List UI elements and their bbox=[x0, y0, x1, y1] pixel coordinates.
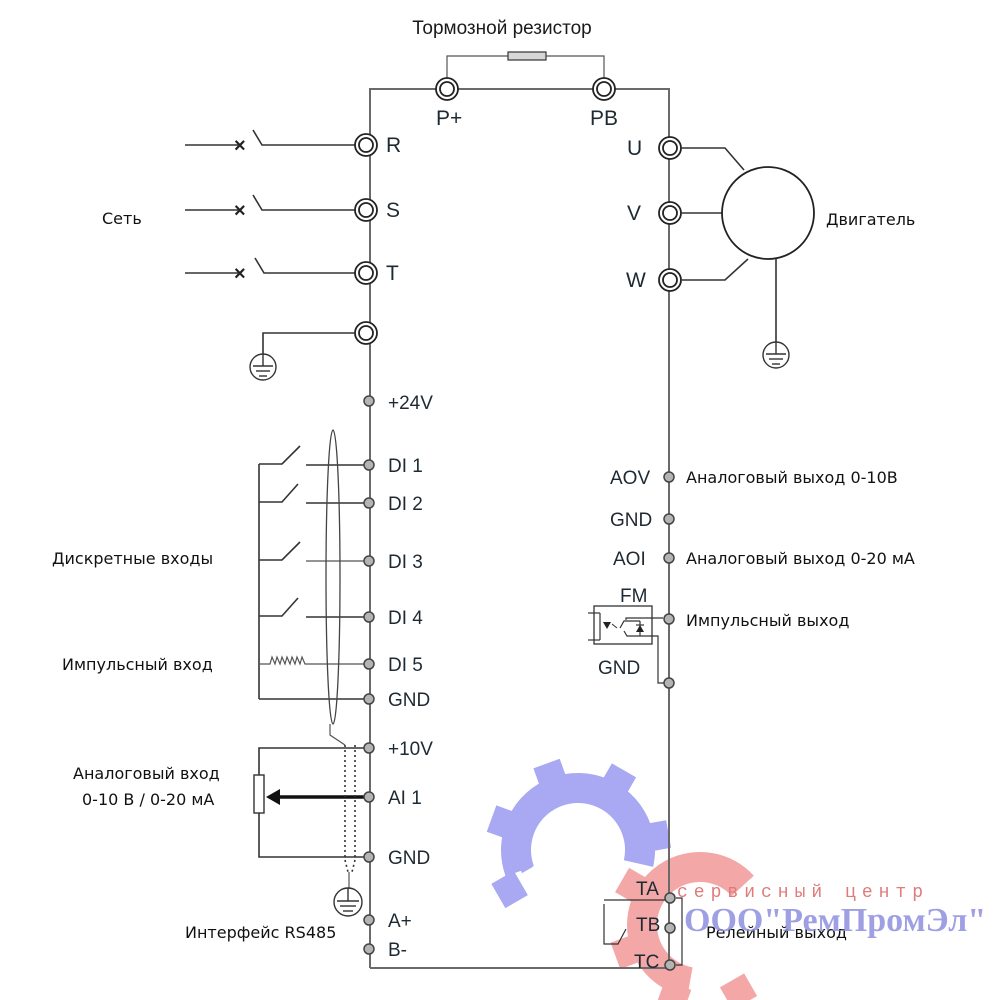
terminal-24v[interactable] bbox=[363, 395, 375, 407]
optocoupler-icon bbox=[588, 605, 664, 684]
terminal-a-plus[interactable] bbox=[363, 914, 375, 926]
pulse-waveform-icon bbox=[259, 655, 364, 666]
terminal-label-b-minus: B- bbox=[388, 940, 407, 961]
terminal-ai1[interactable] bbox=[363, 791, 375, 803]
terminal-label-gnd-di: GND bbox=[388, 690, 430, 711]
terminal-di2[interactable] bbox=[363, 497, 375, 509]
terminal-10v[interactable] bbox=[363, 742, 375, 754]
terminal-gnd-di[interactable] bbox=[363, 693, 375, 705]
terminal-u[interactable] bbox=[658, 136, 682, 160]
pulse-input-label: Импульсный вход bbox=[62, 655, 213, 674]
terminal-di5[interactable] bbox=[363, 658, 375, 670]
analog-input-wiring bbox=[253, 745, 364, 890]
aoi-description: Аналоговый выход 0-20 мА bbox=[686, 549, 915, 568]
terminal-label-a-plus: A+ bbox=[388, 911, 412, 932]
terminal-t[interactable] bbox=[354, 261, 378, 285]
terminal-label-ta: TA bbox=[636, 879, 659, 900]
motor bbox=[681, 147, 815, 343]
terminal-aoi[interactable] bbox=[663, 552, 675, 564]
terminal-label-di1: DI 1 bbox=[388, 456, 423, 477]
relay-description: Релейный выход bbox=[706, 923, 847, 942]
terminal-di4[interactable] bbox=[363, 611, 375, 623]
terminal-label-t: T bbox=[386, 262, 399, 285]
rs485-label: Интерфейс RS485 bbox=[185, 923, 336, 942]
watermark-line-2: ООО"РемПромЭл" bbox=[684, 902, 986, 939]
terminal-label-gnd-ai: GND bbox=[388, 848, 430, 869]
terminal-tc[interactable] bbox=[664, 959, 676, 971]
terminal-di3[interactable] bbox=[363, 555, 375, 567]
shield-ground-icon bbox=[333, 887, 363, 917]
watermark-gears bbox=[486, 758, 773, 1000]
terminal-label-di5: DI 5 bbox=[388, 655, 423, 676]
analog-input-label-2: 0-10 В / 0-20 мА bbox=[82, 790, 214, 809]
terminal-label-di4: DI 4 bbox=[388, 608, 423, 629]
terminal-label-gnd-ao: GND bbox=[610, 510, 652, 531]
terminal-label-w: W bbox=[626, 269, 646, 292]
terminal-s[interactable] bbox=[354, 198, 378, 222]
brake-resistor-label: Тормозной резистор bbox=[412, 18, 592, 39]
terminal-label-v: V bbox=[627, 202, 641, 225]
breaker-x-icon: × bbox=[234, 263, 246, 285]
motor-icon bbox=[721, 166, 815, 260]
terminal-aov[interactable] bbox=[663, 471, 675, 483]
terminal-gnd-ai[interactable] bbox=[363, 851, 375, 863]
terminal-label-fm-gnd: GND bbox=[598, 658, 640, 679]
terminal-label-fm: FM bbox=[620, 586, 647, 607]
terminal-pe[interactable] bbox=[354, 321, 378, 345]
potentiometer-icon bbox=[253, 774, 265, 814]
terminal-label-s: S bbox=[386, 199, 400, 222]
mains-input-t: × bbox=[185, 257, 358, 285]
terminal-fm[interactable] bbox=[663, 613, 675, 625]
relay-contacts bbox=[603, 897, 683, 966]
terminal-label-aov: AOV bbox=[610, 468, 650, 489]
terminal-b-minus[interactable] bbox=[363, 943, 375, 955]
aov-description: Аналоговый выход 0-10В bbox=[686, 468, 898, 487]
terminal-label-u: U bbox=[627, 137, 642, 160]
resistor-icon bbox=[507, 51, 547, 61]
terminal-gnd-ao[interactable] bbox=[663, 513, 675, 525]
terminal-label-p-plus: P+ bbox=[436, 107, 462, 130]
terminal-w[interactable] bbox=[658, 268, 682, 292]
shielded-cable-icon bbox=[325, 429, 341, 725]
discrete-inputs-label: Дискретные входы bbox=[52, 549, 213, 568]
terminal-label-di2: DI 2 bbox=[388, 494, 423, 515]
terminal-label-ai1: AI 1 bbox=[388, 788, 422, 809]
motor-label: Двигатель bbox=[826, 210, 915, 229]
terminal-p-plus[interactable] bbox=[435, 77, 459, 101]
terminal-pb[interactable] bbox=[592, 77, 616, 101]
network-label: Сеть bbox=[102, 209, 142, 228]
terminal-label-10v: +10V bbox=[388, 739, 433, 760]
terminal-label-pb: PB bbox=[590, 107, 618, 130]
terminal-label-di3: DI 3 bbox=[388, 552, 423, 573]
terminal-ta[interactable] bbox=[664, 892, 676, 904]
terminal-di1[interactable] bbox=[363, 459, 375, 471]
breaker-x-icon: × bbox=[234, 200, 246, 222]
mains-input-r: × bbox=[185, 129, 358, 157]
terminal-label-tc: TC bbox=[634, 952, 659, 973]
ground-icon bbox=[249, 353, 277, 381]
watermark-line-1: сервисный центр bbox=[677, 883, 929, 903]
brake-resistor bbox=[446, 51, 605, 80]
digital-input-wiring bbox=[258, 429, 364, 746]
terminal-label-24v: +24V bbox=[388, 393, 433, 414]
terminal-fm-gnd[interactable] bbox=[663, 677, 675, 689]
fm-description: Импульсный выход bbox=[686, 611, 849, 630]
mains-input-s: × bbox=[185, 194, 358, 222]
wiper-arrow-icon bbox=[266, 789, 280, 805]
terminal-label-tb: TB bbox=[636, 915, 660, 936]
terminal-r[interactable] bbox=[354, 133, 378, 157]
terminal-v[interactable] bbox=[658, 201, 682, 225]
terminal-label-aoi: AOI bbox=[613, 549, 646, 570]
analog-input-label-1: Аналоговый вход bbox=[73, 764, 220, 783]
motor-ground-icon bbox=[762, 341, 790, 369]
terminal-label-r: R bbox=[386, 134, 401, 157]
breaker-x-icon: × bbox=[234, 135, 246, 157]
terminal-tb[interactable] bbox=[664, 922, 676, 934]
